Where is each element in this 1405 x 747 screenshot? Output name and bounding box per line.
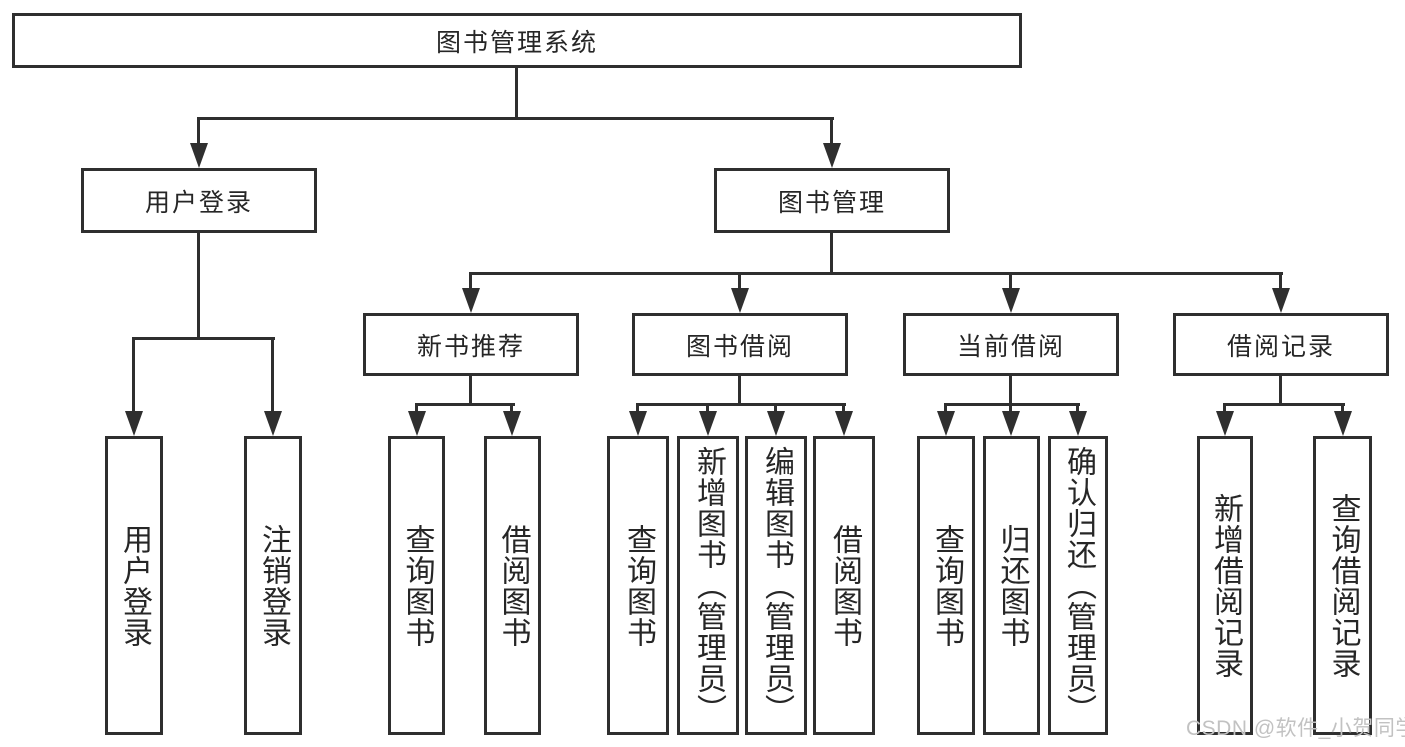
leaf-edit-books-admin-label: 编辑图书（管理员）	[760, 446, 793, 725]
connector-to-book-borrow	[738, 272, 741, 288]
leaf-query-borrow-record-label: 查询借阅记录	[1326, 492, 1360, 679]
node-new-book-recommend-label: 新书推荐	[416, 332, 525, 361]
node-current-borrow-label: 当前借阅	[956, 332, 1065, 361]
connector-to-leaf-logout	[271, 337, 274, 411]
node-borrow-records-label: 借阅记录	[1226, 332, 1335, 361]
leaf-query-books-b: 查询图书	[607, 436, 669, 735]
leaf-query-books-b-label: 查询图书	[622, 523, 655, 648]
connector-new-book-recommend-rail	[415, 403, 515, 406]
connector-to-leaf-query-record	[1341, 403, 1344, 411]
leaf-logout-label: 注销登录	[257, 523, 290, 648]
arrowhead-current-borrow	[1002, 288, 1020, 313]
connector-to-leaf-borrow-books-a	[510, 403, 513, 411]
node-borrow-records: 借阅记录	[1173, 313, 1389, 376]
node-library-management-system: 图书管理系统	[12, 13, 1022, 68]
connector-borrow-records-stem	[1279, 376, 1282, 403]
node-new-book-recommend: 新书推荐	[363, 313, 579, 376]
arrowhead-leaf-query-books-a	[408, 411, 426, 436]
connector-book-borrow-rail	[636, 403, 846, 406]
arrowhead-leaf-add-record	[1216, 411, 1234, 436]
leaf-borrow-books-b-label: 借阅图书	[828, 523, 861, 648]
leaf-add-books-admin-label: 新增图书（管理员）	[692, 446, 725, 725]
arrowhead-leaf-borrow-books-a	[503, 411, 521, 436]
connector-to-leaf-query-books-b	[636, 403, 639, 411]
connector-to-leaf-add-record	[1223, 403, 1226, 411]
watermark: CSDN @软件_小贺同学	[1186, 717, 1405, 740]
leaf-query-books-c-label: 查询图书	[930, 523, 963, 648]
connector-to-user-login	[197, 117, 200, 143]
connector-user-login-rail	[132, 337, 275, 340]
connector-to-borrow-records	[1279, 272, 1282, 288]
connector-current-borrow-rail	[944, 403, 1080, 406]
arrowhead-leaf-logout	[264, 411, 282, 436]
arrowhead-leaf-borrow-books-b	[835, 411, 853, 436]
arrowhead-leaf-query-books-c	[937, 411, 955, 436]
arrowhead-user-login	[190, 143, 208, 168]
connector-to-leaf-add-books	[706, 403, 709, 411]
connector-to-leaf-borrow-books-b	[842, 403, 845, 411]
leaf-user-login: 用户登录	[105, 436, 163, 735]
arrowhead-leaf-add-books	[699, 411, 717, 436]
node-book-borrow: 图书借阅	[632, 313, 848, 376]
connector-to-current-borrow	[1009, 272, 1012, 288]
connector-to-new-book-recommend	[469, 272, 472, 288]
leaf-add-borrow-record: 新增借阅记录	[1197, 436, 1253, 735]
leaf-confirm-return-admin-label: 确认归还（管理员）	[1062, 446, 1095, 725]
connector-book-management-stem	[830, 233, 833, 272]
node-user-login: 用户登录	[81, 168, 317, 233]
leaf-borrow-books-b: 借阅图书	[813, 436, 875, 735]
connector-to-leaf-edit-books	[774, 403, 777, 411]
arrowhead-leaf-edit-books	[767, 411, 785, 436]
arrowhead-leaf-user-login	[125, 411, 143, 436]
arrowhead-leaf-return-books	[1002, 411, 1020, 436]
arrowhead-leaf-query-books-b	[629, 411, 647, 436]
connector-to-leaf-user-login	[132, 337, 135, 411]
node-book-management-label: 图书管理	[777, 188, 886, 217]
connector-borrow-records-rail	[1223, 403, 1345, 406]
connector-root-stem	[515, 68, 518, 117]
leaf-return-books-label: 归还图书	[995, 523, 1029, 648]
arrowhead-new-book-recommend	[462, 288, 480, 313]
connector-to-leaf-query-books-c	[944, 403, 947, 411]
node-book-borrow-label: 图书借阅	[685, 332, 794, 361]
leaf-add-books-admin: 新增图书（管理员）	[677, 436, 739, 735]
arrowhead-borrow-records	[1272, 288, 1290, 313]
arrowhead-leaf-confirm-return	[1069, 411, 1087, 436]
leaf-return-books: 归还图书	[983, 436, 1040, 735]
arrowhead-leaf-query-record	[1334, 411, 1352, 436]
node-current-borrow: 当前借阅	[903, 313, 1119, 376]
connector-to-book-management	[830, 117, 833, 143]
leaf-query-books-a: 查询图书	[388, 436, 445, 735]
leaf-add-borrow-record-label: 新增借阅记录	[1209, 492, 1242, 679]
leaf-logout: 注销登录	[244, 436, 302, 735]
connector-to-leaf-query-books-a	[415, 403, 418, 411]
node-library-management-system-label: 图书管理系统	[435, 28, 598, 57]
connector-new-book-recommend-stem	[469, 376, 472, 403]
connector-current-borrow-stem	[1009, 376, 1012, 403]
node-user-login-label: 用户登录	[144, 188, 253, 217]
leaf-query-books-a-label: 查询图书	[400, 523, 434, 648]
arrowhead-book-borrow	[731, 288, 749, 313]
leaf-borrow-books-a-label: 借阅图书	[496, 523, 530, 648]
leaf-confirm-return-admin: 确认归还（管理员）	[1048, 436, 1108, 735]
leaf-query-books-c: 查询图书	[917, 436, 975, 735]
connector-book-borrow-stem	[738, 376, 741, 403]
node-book-management: 图书管理	[714, 168, 950, 233]
leaf-query-borrow-record: 查询借阅记录	[1313, 436, 1372, 735]
connector-root-rail	[197, 117, 834, 120]
arrowhead-book-management	[823, 143, 841, 168]
leaf-edit-books-admin: 编辑图书（管理员）	[745, 436, 807, 735]
connector-book-management-rail	[469, 272, 1283, 275]
connector-user-login-stem	[197, 233, 200, 337]
connector-to-leaf-return-books	[1009, 403, 1012, 411]
leaf-borrow-books-a: 借阅图书	[484, 436, 541, 735]
leaf-user-login-label: 用户登录	[118, 523, 151, 648]
connector-to-leaf-confirm-return	[1076, 403, 1079, 411]
